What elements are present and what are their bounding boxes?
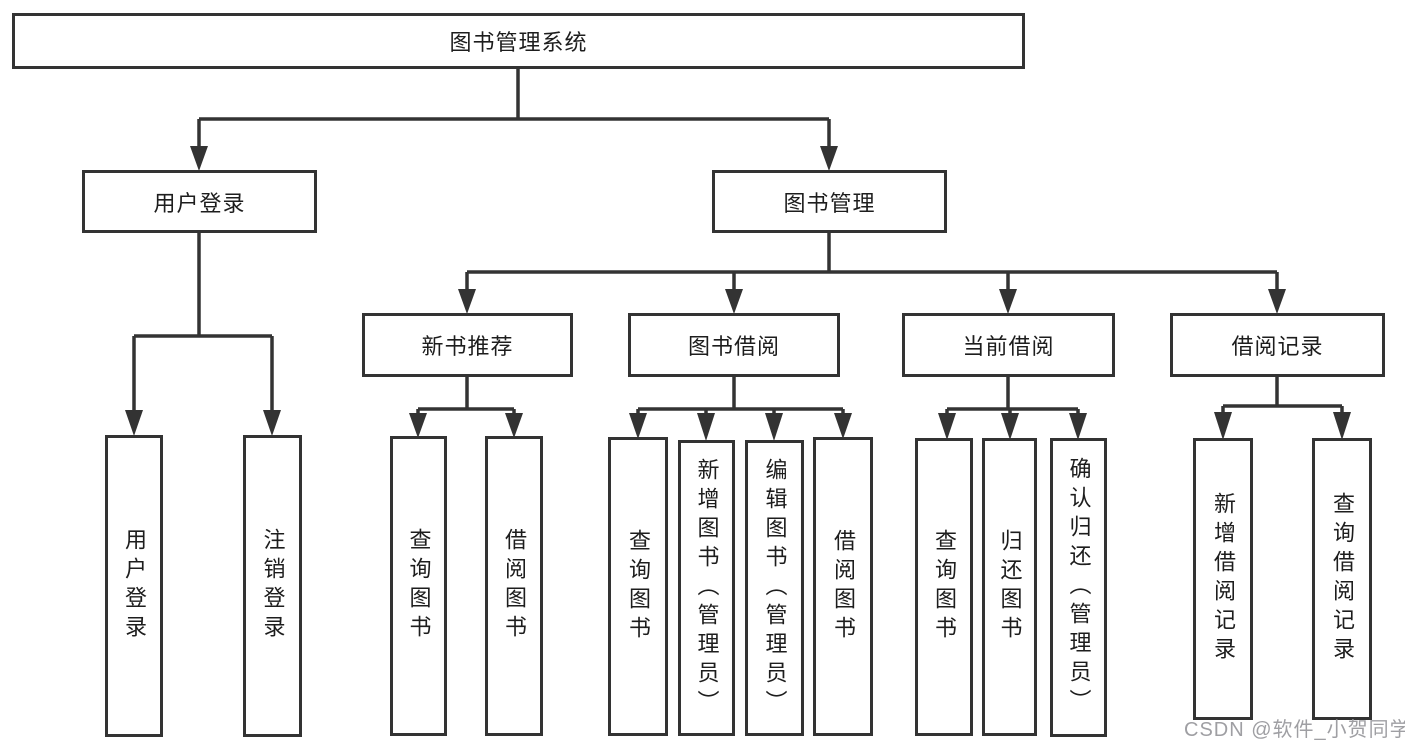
node-new-book-rec: 新书推荐 xyxy=(362,313,573,377)
node-current-borrow-label: 当前借阅 xyxy=(962,334,1055,359)
leaf-borrow-borrow-book: 借阅图书 xyxy=(813,437,873,736)
leaf-user-login: 用户登录 xyxy=(105,435,163,737)
leaf-rec-borrow-book: 借阅图书 xyxy=(485,436,543,736)
node-borrow-record-label: 借阅记录 xyxy=(1231,334,1324,359)
arrowhead xyxy=(765,413,783,441)
node-book-mgmt-label: 图书管理 xyxy=(783,190,876,216)
leaf-user-login-label: 用户登录 xyxy=(122,528,147,644)
leaf-logout-label: 注销登录 xyxy=(260,528,286,644)
node-book-mgmt: 图书管理 xyxy=(712,170,947,233)
connector-book-borrow xyxy=(636,377,845,414)
arrowhead xyxy=(999,289,1017,314)
arrowhead xyxy=(938,413,956,440)
leaf-current-query-book-label: 查询图书 xyxy=(932,529,957,645)
node-user-login: 用户登录 xyxy=(82,170,317,233)
node-book-borrow: 图书借阅 xyxy=(628,313,840,377)
leaf-rec-query-book-label: 查询图书 xyxy=(406,528,432,644)
arrowhead xyxy=(1069,413,1087,440)
csdn-watermark: CSDN @软件_小贺同学 xyxy=(1184,719,1405,741)
arrowhead xyxy=(1268,289,1286,314)
arrowhead xyxy=(190,146,208,171)
leaf-borrow-add-book-admin: 新增图书（管理员） xyxy=(678,440,735,736)
connector-user-login xyxy=(132,233,274,410)
connector-book-mgmt xyxy=(465,233,1279,290)
arrowhead xyxy=(725,289,743,314)
leaf-record-query-record-label: 查询借阅记录 xyxy=(1330,492,1355,666)
leaf-current-confirm-return-admin: 确认归还（管理员） xyxy=(1050,438,1107,737)
node-root-label: 图书管理系统 xyxy=(449,30,588,55)
node-user-login-label: 用户登录 xyxy=(153,190,246,216)
arrowhead xyxy=(834,413,852,439)
arrowhead xyxy=(1214,412,1232,440)
leaf-logout: 注销登录 xyxy=(243,435,302,737)
leaf-record-query-record: 查询借阅记录 xyxy=(1312,438,1372,720)
connector-root xyxy=(197,69,831,148)
leaf-rec-query-book: 查询图书 xyxy=(390,436,447,736)
leaf-record-add-record: 新增借阅记录 xyxy=(1193,438,1253,720)
arrowhead xyxy=(1333,412,1351,440)
node-book-borrow-label: 图书借阅 xyxy=(687,334,780,359)
arrowhead xyxy=(409,413,427,438)
leaf-borrow-edit-book-admin: 编辑图书（管理员） xyxy=(745,440,804,736)
leaf-current-return-book-label: 归还图书 xyxy=(997,529,1023,645)
leaf-record-add-record-label: 新增借阅记录 xyxy=(1211,492,1236,666)
connector-current-borrow xyxy=(945,377,1080,414)
leaf-borrow-add-book-admin-label: 新增图书（管理员） xyxy=(694,457,720,719)
arrowhead xyxy=(629,413,647,439)
arrowhead xyxy=(263,410,281,436)
leaf-borrow-edit-book-admin-label: 编辑图书（管理员） xyxy=(762,457,788,719)
arrowhead xyxy=(458,289,476,314)
node-new-book-rec-label: 新书推荐 xyxy=(421,334,514,359)
node-current-borrow: 当前借阅 xyxy=(902,313,1115,377)
arrowhead xyxy=(125,410,143,436)
arrowhead xyxy=(820,146,838,171)
arrowhead xyxy=(505,413,523,438)
leaf-current-query-book: 查询图书 xyxy=(915,438,973,736)
arrowhead xyxy=(1001,413,1019,440)
leaf-borrow-borrow-book-label: 借阅图书 xyxy=(831,528,856,645)
connector-new-book-rec xyxy=(416,377,516,414)
leaf-current-return-book: 归还图书 xyxy=(982,438,1037,736)
node-borrow-record: 借阅记录 xyxy=(1170,313,1385,377)
leaf-borrow-query-book-label: 查询图书 xyxy=(626,528,651,645)
leaf-borrow-query-book: 查询图书 xyxy=(608,437,668,736)
leaf-current-confirm-return-admin-label: 确认归还（管理员） xyxy=(1066,457,1092,718)
leaf-rec-borrow-book-label: 借阅图书 xyxy=(502,528,527,644)
node-root: 图书管理系统 xyxy=(12,13,1025,69)
connector-borrow-record xyxy=(1221,377,1344,413)
arrowhead xyxy=(697,413,715,441)
